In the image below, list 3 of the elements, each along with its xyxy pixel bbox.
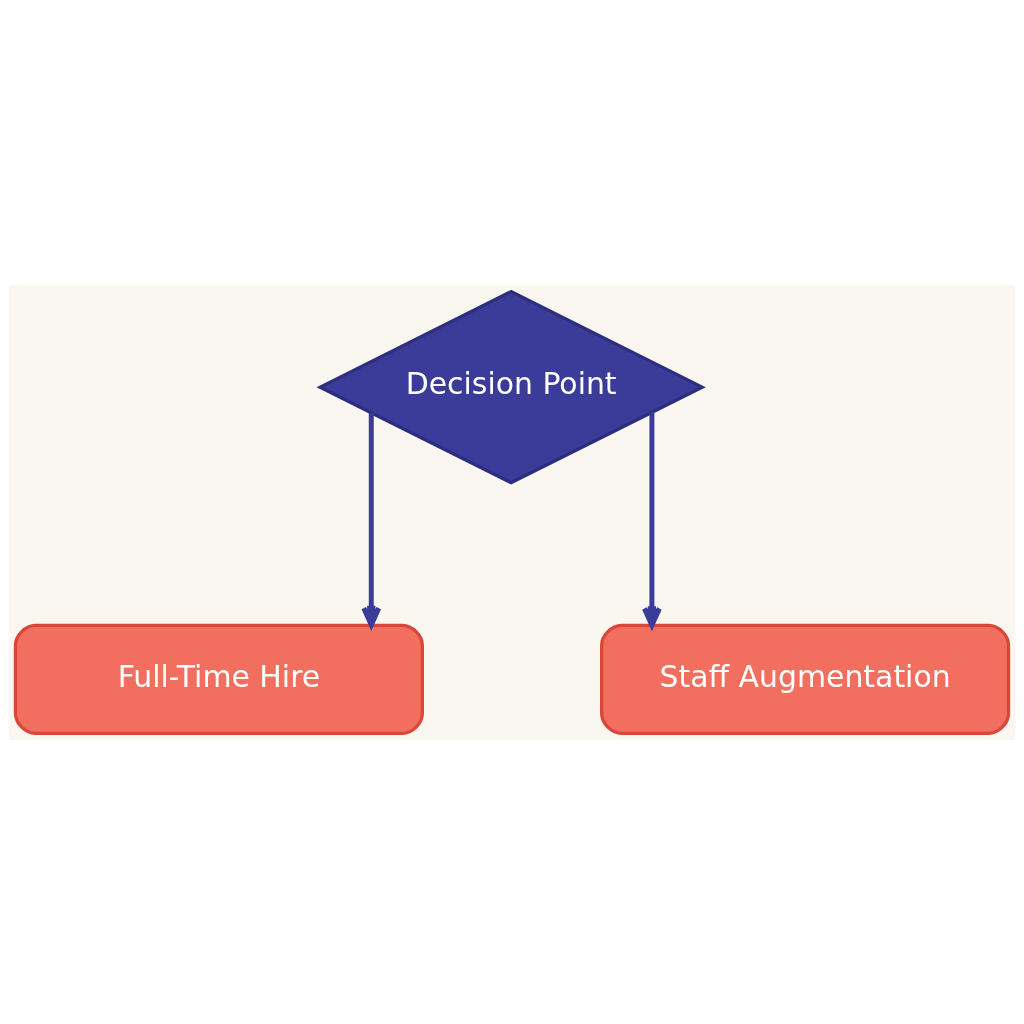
node-diamond: Decision Point <box>316 289 706 484</box>
node-box: Full-Time Hire <box>13 623 424 735</box>
node-box: Staff Augmentation <box>600 623 1011 735</box>
